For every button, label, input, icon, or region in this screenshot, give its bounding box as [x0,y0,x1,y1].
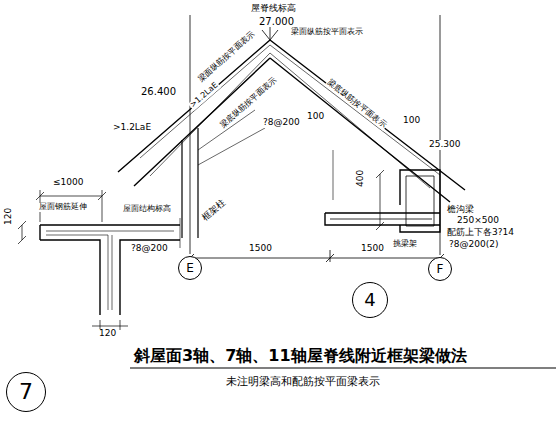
dimension-label: 250×500 [456,216,500,226]
dimension-label: 配筋上下各3?14 [446,228,515,238]
dimension-label: 120 [4,207,14,226]
dimension-label: ?8@200 [262,118,301,128]
dimension-label: 屋面结构标高 [122,205,172,214]
dimension-label: >1.2LaE [188,80,221,110]
axis-circle: F [428,257,452,281]
dimension-label: 梁面纵筋按平面表示 [196,29,258,84]
axis-circle: E [178,256,202,280]
dimension-label: 25.300 [428,140,462,150]
dimension-label: 26.400 [140,86,177,97]
dimension-label: ≤1000 [52,178,84,188]
axis-number: F [437,263,444,275]
axis-circle: 4 [352,282,388,318]
dimension-label: 屋脊线标高 [250,4,297,14]
axis-number: 7 [19,381,33,403]
dimension-label: 27.000 [258,16,295,27]
axis-circle: 7 [6,372,46,412]
dimension-label: ?8@200 [130,244,169,254]
dimension-label: 梁底纵筋按平面表示 [325,78,389,130]
dimension-label: 1500 [360,244,385,254]
dimension-label: 檐沟梁 [446,205,475,215]
dimension-label: >1.2LaE [112,123,152,133]
dimension-label: 框架柱 [200,197,229,223]
drawing-caption: 未注明梁高和配筋按平面梁表示 [226,374,380,389]
dimension-label: 120 [98,329,117,339]
axis-number: 4 [364,291,375,309]
dimension-label: 100 [306,112,325,122]
dimension-label: 梁面纵筋按平面表示 [290,28,364,37]
dimension-label: 400 [356,169,366,188]
dimension-label: 1500 [248,244,273,254]
dimension-label: 屋面钢筋延伸 [38,203,88,212]
dimension-label: ?8@200(2) [448,240,499,250]
axis-number: E [186,262,194,274]
dimension-label: 100 [402,116,421,126]
dimension-label: 挑梁架 [392,240,418,249]
drawing-title: 斜屋面3轴、7轴、11轴屋脊线附近框架梁做法 [134,346,467,367]
